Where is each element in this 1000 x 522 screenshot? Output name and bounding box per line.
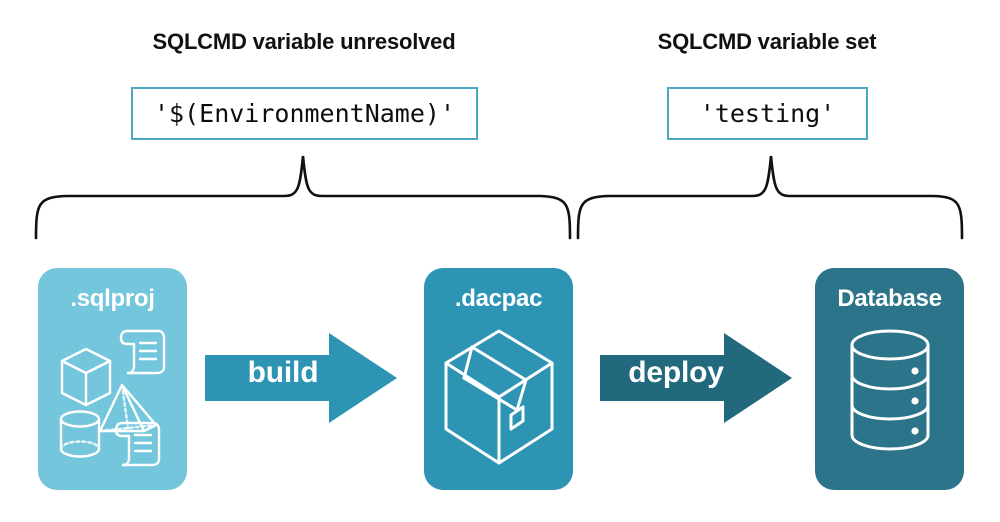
scroll-icon [119, 329, 165, 375]
stage-box-sqlproj: .sqlproj [38, 268, 187, 490]
cube-icon [60, 347, 111, 407]
stage-box-dacpac: .dacpac [424, 268, 573, 490]
arrow-label-build: build [247, 356, 319, 389]
group-heading-unresolved: SQLCMD variable unresolved [152, 29, 456, 54]
stage-box-database: Database [815, 268, 964, 490]
arrow-build [205, 333, 397, 423]
arrow-deploy [600, 333, 792, 423]
package-box-icon [444, 329, 553, 465]
code-value-set: 'testing' [667, 87, 868, 140]
dacpac-artwork [424, 323, 573, 473]
code-value-unresolved: '$(EnvironmentName)' [131, 87, 478, 140]
brace-unresolved [34, 155, 572, 240]
group-heading-set: SQLCMD variable set [657, 29, 877, 54]
scroll-icon [114, 421, 160, 467]
stage-label-dacpac: .dacpac [454, 285, 543, 312]
arrow-label-deploy: deploy [628, 356, 724, 389]
database-artwork [815, 323, 964, 463]
stage-label-database: Database [837, 285, 942, 312]
stage-label-sqlproj: .sqlproj [70, 285, 155, 312]
pyramid-icon [98, 383, 157, 433]
cylinder-icon [59, 410, 100, 458]
database-cylinder-icon [850, 329, 929, 451]
sqlproj-artwork [38, 323, 187, 473]
brace-set [576, 155, 964, 240]
